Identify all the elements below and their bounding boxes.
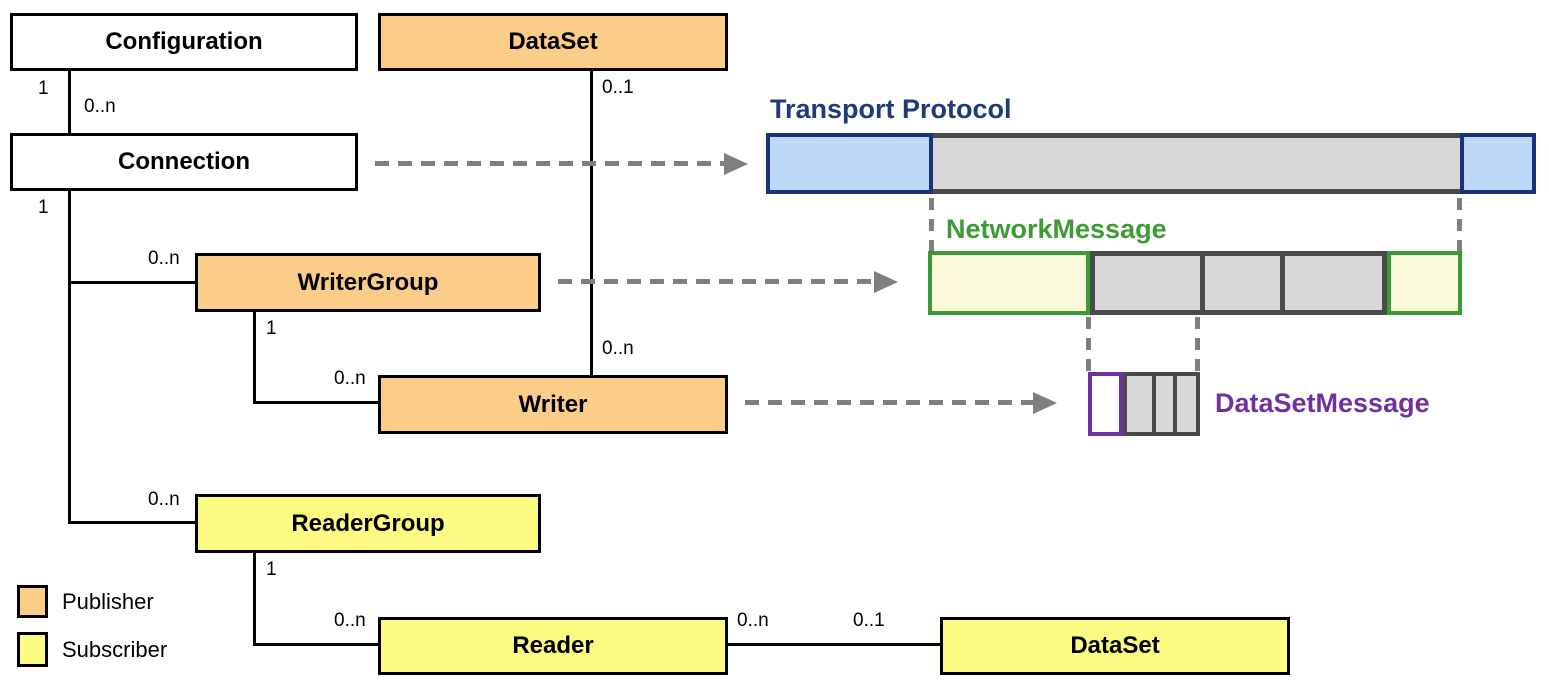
dataset-message-header-segment [1088,372,1123,436]
multiplicity-label: 0..n [334,368,366,389]
transport-protocol-label: Transport Protocol [770,94,1012,124]
dataset-message-bar [1088,372,1200,436]
multiplicity-label: 0..1 [602,77,634,98]
network-header-segment [928,251,1090,315]
writergroup-to-networkmessage-dashed-arrow [558,279,878,284]
reader-group-branch-line [68,521,195,524]
dataset-message-label: DataSetMessage [1215,388,1430,418]
writer-group-down-line [253,312,256,404]
reader-dataset-line [728,643,940,646]
dataset-message-payload-divider [1152,372,1156,436]
network-payload-segment [1090,251,1387,315]
multiplicity-label: 0..1 [853,610,885,631]
multiplicity-label: 1 [266,559,277,580]
writer-group-box: WriterGroup [195,253,541,312]
multiplicity-label: 0..n [602,338,634,359]
reader-group-box: ReaderGroup [195,494,541,553]
transport-trailer-segment [1460,133,1536,194]
legend-item-subscriber: Subscriber [17,632,167,667]
configuration-connection-line [68,71,71,134]
multiplicity-label: 0..n [84,96,116,117]
transport-network-right-guide [1457,198,1462,251]
reader-branch-line [253,643,378,646]
arrowhead-icon [874,271,898,293]
multiplicity-label: 1 [266,318,277,339]
dataset-writer-line [590,71,593,375]
configuration-box: Configuration [10,13,358,71]
multiplicity-label: 1 [38,197,49,218]
legend-label: Subscriber [62,636,168,662]
connection-tree-line [68,191,71,524]
legend-item-publisher: Publisher [17,585,154,618]
connection-to-transport-dashed-arrow [375,161,727,166]
dataset-message-payload-divider [1173,372,1177,436]
network-dataset-right-guide [1195,317,1200,372]
reader-group-down-line [253,553,256,646]
network-message-label: NetworkMessage [946,214,1167,244]
writer-to-datasetmessage-dashed-arrow [745,400,1037,405]
writer-branch-line [253,401,378,404]
subscriber-color-swatch [17,632,48,667]
network-message-bar [928,251,1462,315]
multiplicity-label: 0..n [148,489,180,510]
writer-group-branch-line [68,281,195,284]
multiplicity-label: 1 [38,78,49,99]
dataset-subscriber-box: DataSet [940,617,1290,675]
publisher-color-swatch [17,585,48,618]
transport-network-left-guide [929,198,934,251]
legend-label: Publisher [62,588,154,614]
writer-box: Writer [378,375,728,434]
network-dataset-left-guide [1086,317,1091,372]
dataset-message-payload-segment [1123,372,1200,436]
network-trailer-segment [1387,251,1462,315]
reader-box: Reader [378,617,728,675]
transport-protocol-bar [766,133,1536,194]
arrowhead-icon [1033,392,1057,414]
dataset-publisher-box: DataSet [378,13,728,71]
multiplicity-label: 0..n [334,610,366,631]
connection-box: Connection [10,133,358,191]
network-payload-divider [1280,251,1285,315]
transport-header-segment [766,133,933,194]
multiplicity-label: 0..n [737,610,769,631]
multiplicity-label: 0..n [148,248,180,269]
arrowhead-icon [724,153,748,175]
network-payload-divider [1200,251,1205,315]
transport-payload-segment [933,133,1460,194]
